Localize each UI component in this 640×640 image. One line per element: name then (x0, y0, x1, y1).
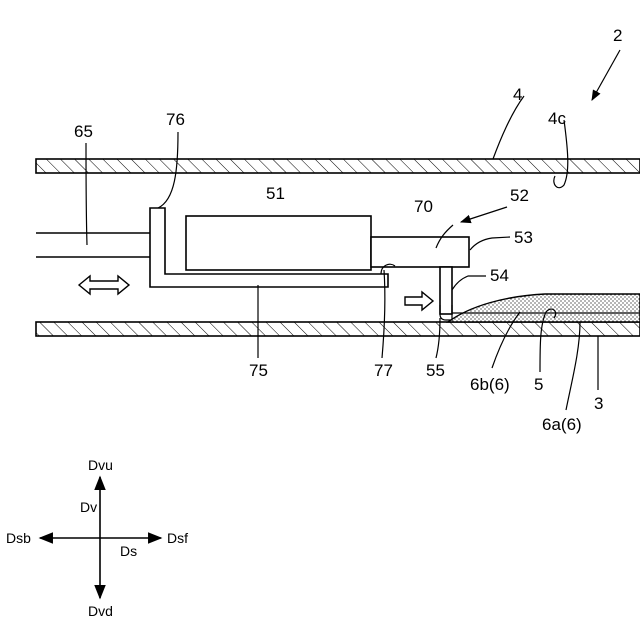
label-55: 55 (426, 361, 445, 380)
label-51: 51 (266, 184, 285, 203)
label-6a: 6a(6) (542, 415, 582, 434)
upper-wall (36, 159, 640, 173)
direction-indicator: Dvu Dvd Dsb Dsf Dv Ds (6, 457, 188, 619)
label-70: 70 (414, 197, 433, 216)
label-53: 53 (514, 228, 533, 247)
dir-up-label: Dvu (88, 457, 113, 473)
label-75: 75 (249, 361, 268, 380)
label-52: 52 (510, 186, 529, 205)
label-54: 54 (490, 266, 509, 285)
ref-arrow-52 (461, 207, 507, 222)
dir-vertical-axis-label: Dv (80, 499, 97, 515)
label-76: 76 (166, 110, 185, 129)
lower-wall (36, 322, 640, 336)
label-6b: 6b(6) (470, 375, 510, 394)
ref-arrow-2 (592, 50, 620, 100)
arm-53 (371, 237, 469, 267)
label-3: 3 (594, 394, 603, 413)
device-body-51 (186, 216, 371, 270)
label-2: 2 (613, 26, 622, 45)
flow-arrow (405, 292, 433, 310)
label-65: 65 (74, 122, 93, 141)
dir-horizontal-axis-label: Ds (120, 543, 137, 559)
dir-left-label: Dsb (6, 530, 31, 546)
label-77: 77 (374, 361, 393, 380)
movement-double-arrow (79, 276, 129, 294)
dir-down-label: Dvd (88, 603, 113, 619)
probe-54 (440, 267, 452, 314)
label-4: 4 (513, 85, 522, 104)
label-5: 5 (534, 375, 543, 394)
label-4c: 4c (548, 109, 566, 128)
dir-right-label: Dsf (167, 530, 188, 546)
